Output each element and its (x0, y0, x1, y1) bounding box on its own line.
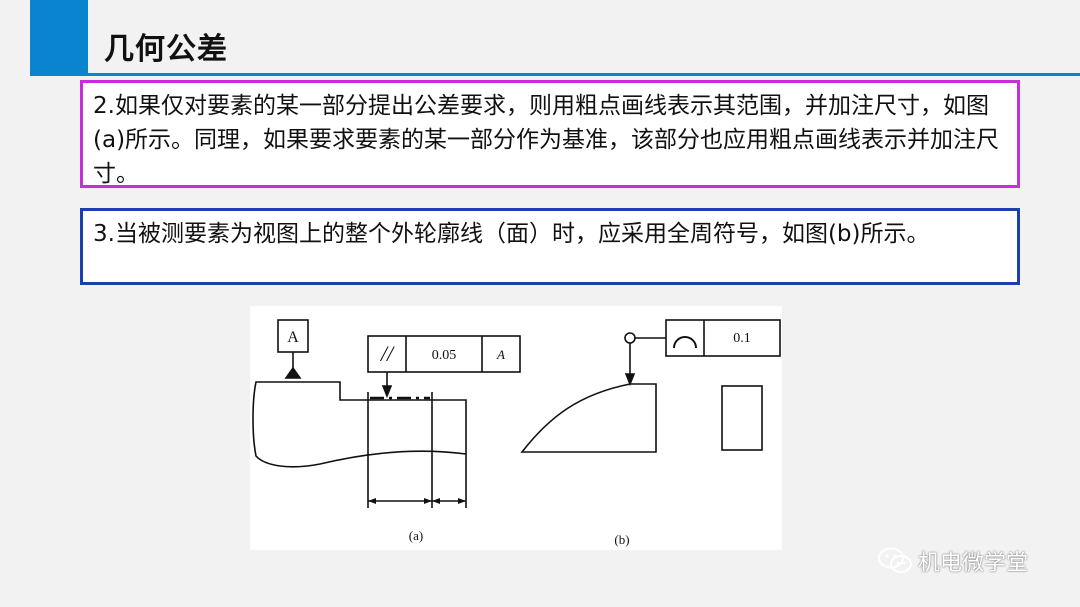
tolerance-value-a: 0.05 (432, 348, 457, 363)
frame-a-arrow (381, 385, 393, 399)
watermark-text: 机电微学堂 (918, 551, 1029, 576)
rectangle-view (721, 385, 763, 451)
watermark: 机电微学堂 (878, 545, 1028, 577)
figure-a (252, 319, 521, 508)
title-underline (88, 73, 1080, 76)
part-a-outline (252, 381, 467, 468)
caption-b: (b) (614, 532, 629, 547)
datum-letter: A (287, 329, 299, 346)
frame-b-arrow (624, 373, 636, 387)
part-b-outline (520, 383, 657, 453)
parallelism-symbol: // (379, 341, 395, 366)
slide-title: 几何公差 (104, 32, 228, 67)
datum-triangle (284, 366, 302, 379)
figure-b (520, 319, 781, 453)
paragraph-box-3: 3.当被测要素为视图上的整个外轮廓线（面）时，应采用全周符号，如图(b)所示。 (80, 208, 1020, 285)
profile-line-icon (673, 336, 697, 349)
caption-a: (a) (409, 528, 423, 543)
figure-panel: A // 0.05 A (a) 0.1 (b) (250, 306, 782, 550)
all-around-circle (624, 332, 636, 344)
datum-reference-a: A (496, 347, 505, 362)
tolerance-frame-b (665, 319, 781, 357)
wechat-icon (878, 547, 912, 573)
title-accent-bar (30, 0, 88, 76)
tolerance-value-b: 0.1 (733, 331, 751, 346)
tolerance-drawing: A // 0.05 A (a) 0.1 (b) (252, 319, 781, 547)
tolerance-frame-a (367, 335, 521, 373)
paragraph-box-2: 2.如果仅对要素的某一部分提出公差要求，则用粗点画线表示其范围，并加注尺寸，如图… (80, 80, 1020, 188)
